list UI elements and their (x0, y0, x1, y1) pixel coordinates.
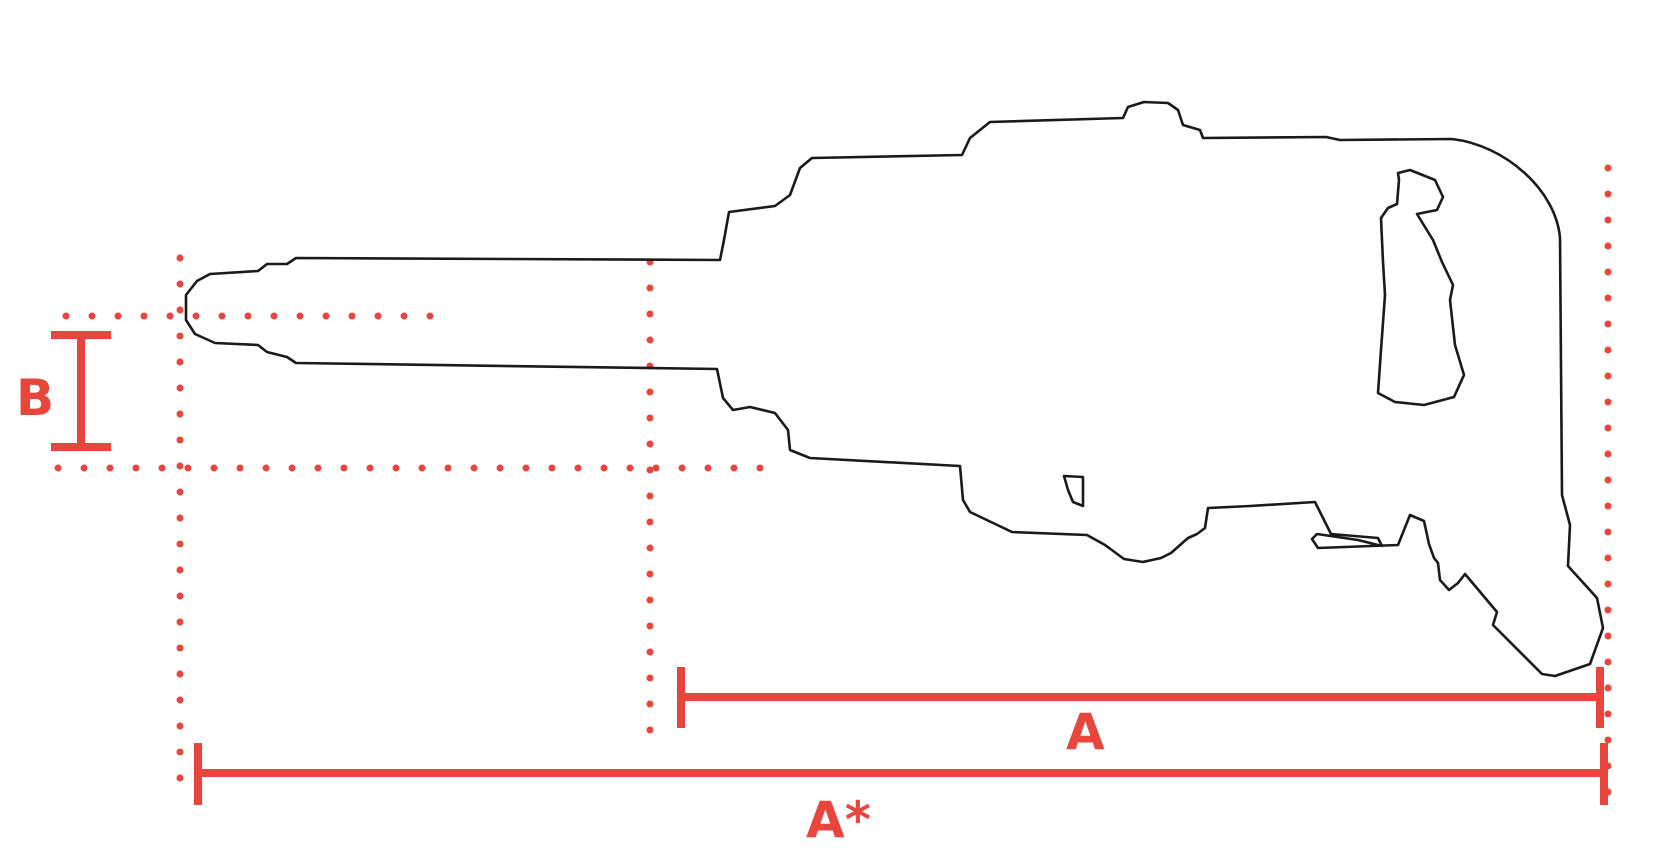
impact-wrench-outline-icon (184, 100, 1605, 678)
dimension-b-label: B (16, 369, 54, 427)
guide-lines (54, 164, 1612, 804)
dimension-a-star (194, 743, 1608, 805)
dimension-a-star-label: A* (806, 791, 871, 849)
dimension-a (677, 667, 1604, 728)
tool-silhouette (184, 100, 1605, 678)
handle-grip-cutout (1376, 168, 1466, 407)
dimension-a-label: A (1066, 703, 1105, 761)
dimension-b (51, 331, 111, 451)
reverse-valve-window (1062, 474, 1085, 508)
